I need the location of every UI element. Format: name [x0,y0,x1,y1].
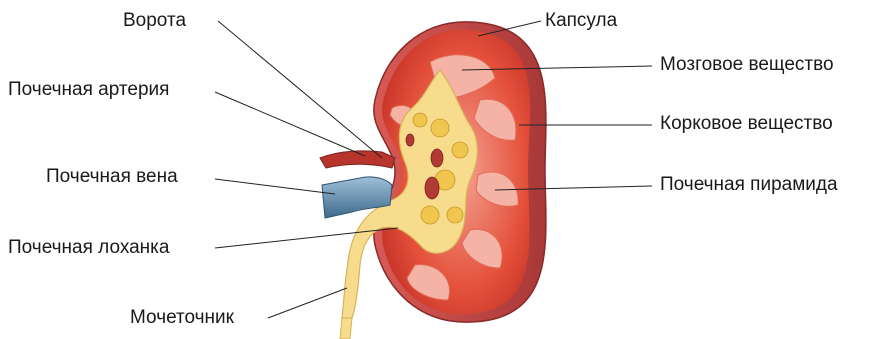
label-renal-artery: Почечная артерия [8,79,169,101]
label-vorota: Ворота [123,10,186,32]
label-renal-pelvis: Почечная лоханка [8,237,169,259]
renal-artery-shape [320,151,395,168]
label-medulla: Мозговое вещество [660,54,834,76]
ureter-shape [340,318,352,339]
leader-mocheto [268,288,347,318]
label-capsule: Капсула [545,10,617,32]
leader-arteria [215,92,365,156]
leader-vorota [218,21,382,158]
leader-lohanka [215,228,398,248]
label-cortex: Корковое вещество [660,113,833,135]
label-pyramid: Почечная пирамида [660,174,838,196]
label-ureter: Мочеточник [130,307,234,329]
label-renal-vein: Почечная вена [46,166,178,188]
leader-vena [215,179,335,194]
